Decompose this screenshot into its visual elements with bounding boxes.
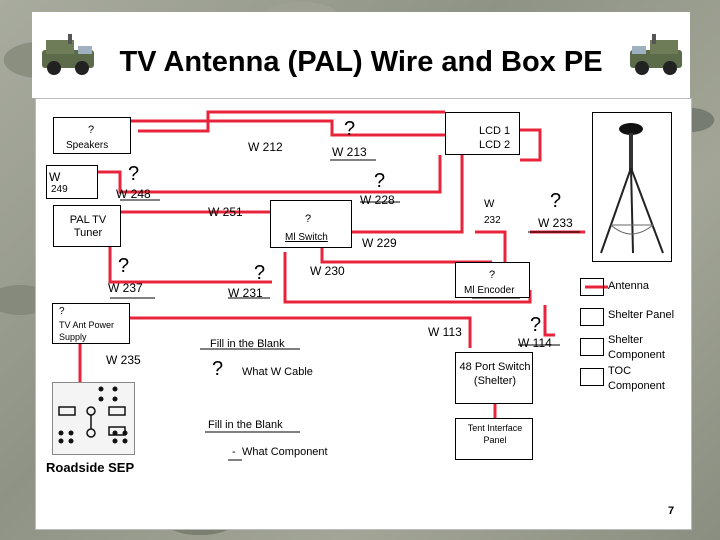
legend-toc-component-label: TOC Component <box>608 365 665 392</box>
wire-w232 <box>475 230 507 270</box>
w229-label: W 229 <box>362 236 397 250</box>
wire-w248 <box>98 155 442 194</box>
w233-q: ? <box>550 190 562 212</box>
legend-shelter-panel-swatch <box>580 308 604 326</box>
port-switch-label: 48 Port Switch (Shelter) <box>459 361 531 387</box>
legend-antenna-label: Antenna <box>608 280 649 292</box>
w248-label: W 248 <box>116 187 151 201</box>
legend-shelter-component-label: Shelter Component <box>608 334 665 361</box>
tent-panel-label: Tent Interface Panel <box>467 423 523 445</box>
tv-ant-power-q: ? <box>59 306 65 317</box>
speakers-q: ? <box>88 124 95 136</box>
tripod-antenna-icon <box>600 123 664 254</box>
roadside-sep-label: Roadside SEP <box>46 460 135 475</box>
w235-label: W 235 <box>106 353 141 367</box>
diagram-panel <box>35 98 692 530</box>
tent-panel-box[interactable]: Tent Interface Panel <box>455 418 533 460</box>
fill1-heading: Fill in the Blank <box>210 338 285 350</box>
w237-label: W 237 <box>108 281 143 295</box>
humvee-right-icon <box>624 30 686 78</box>
speakers-box[interactable]: ? Speakers <box>53 117 131 154</box>
legend-toc-component-swatch <box>580 368 604 386</box>
ml-switch-q: ? <box>305 213 312 225</box>
lcd2-label: LCD 2 <box>479 139 511 151</box>
w249-num: 249 <box>51 184 68 195</box>
wire-top <box>138 110 445 133</box>
w114-q: ? <box>530 314 542 336</box>
w233-label: W 233 <box>538 216 573 230</box>
ml-encoder-label: Ml Encoder <box>464 285 515 296</box>
fill2-text: What Component <box>242 446 328 458</box>
page-number: 7 <box>668 505 675 517</box>
antenna-image[interactable] <box>592 112 672 262</box>
fill1-q[interactable]: ? <box>212 358 224 380</box>
lcd1-label: LCD 1 <box>479 125 511 137</box>
legend-antenna-swatch <box>580 278 604 296</box>
wire-w114 <box>543 305 555 337</box>
w213-label: W 213 <box>332 145 367 159</box>
fill2-heading: Fill in the Blank <box>208 419 283 431</box>
ml-encoder-box[interactable]: ? Ml Encoder <box>455 262 530 298</box>
title-panel: TV Antenna (PAL) Wire and Box PE <box>32 12 690 98</box>
w249-w: W <box>49 170 61 184</box>
wire-w113 <box>130 316 472 348</box>
wire-lcd-right <box>520 128 542 162</box>
speakers-label: Speakers <box>66 140 109 151</box>
pal-tv-tuner-box[interactable]: PAL TV Tuner <box>53 205 121 247</box>
ml-encoder-q: ? <box>489 269 496 281</box>
w237-q: ? <box>118 255 130 277</box>
roadside-sep-panel[interactable] <box>52 382 135 455</box>
humvee-left-icon <box>38 30 100 78</box>
wire-w237 <box>108 247 272 284</box>
w248-q: ? <box>128 163 140 185</box>
tv-ant-power-label: TV Ant Power Supply <box>59 320 115 342</box>
wire-w230 <box>320 248 492 264</box>
w249-box[interactable]: W 249 <box>46 165 98 199</box>
w232-w: W <box>484 198 495 210</box>
wire-w229 <box>352 155 464 234</box>
fill1-text: What W Cable <box>242 366 313 378</box>
w113-label: W 113 <box>428 325 462 339</box>
wire-w231 <box>283 252 532 304</box>
w114-label: W 114 <box>518 336 552 350</box>
wire-w212 <box>118 119 445 137</box>
legend-shelter-component-swatch <box>580 338 604 356</box>
slide-title: TV Antenna (PAL) Wire and Box PE <box>119 46 603 78</box>
w232-num: 232 <box>484 215 501 226</box>
w213-q: ? <box>344 118 356 140</box>
lcd-box[interactable]: LCD 1 LCD 2 <box>445 112 520 155</box>
w251-label: W 251 <box>208 205 243 219</box>
w212-label: W 212 <box>248 140 283 154</box>
connector-panel-icon <box>58 386 128 444</box>
w231-label: W 231 <box>228 286 263 300</box>
ml-switch-label: Ml Switch <box>285 232 328 243</box>
ml-switch-box[interactable]: ? Ml Switch <box>270 200 352 248</box>
w228-q: ? <box>374 170 386 192</box>
w230-label: W 230 <box>310 264 345 278</box>
pal-tv-tuner-label: PAL TV Tuner <box>69 214 107 239</box>
w228-label: W 228 <box>360 193 395 207</box>
w231-q: ? <box>254 262 266 284</box>
legend-shelter-panel-label: Shelter Panel <box>608 309 675 321</box>
tv-ant-power-box[interactable]: ? TV Ant Power Supply <box>52 303 130 344</box>
port-switch-box[interactable]: 48 Port Switch (Shelter) <box>455 352 533 404</box>
fill2-q[interactable]: - <box>232 446 236 458</box>
